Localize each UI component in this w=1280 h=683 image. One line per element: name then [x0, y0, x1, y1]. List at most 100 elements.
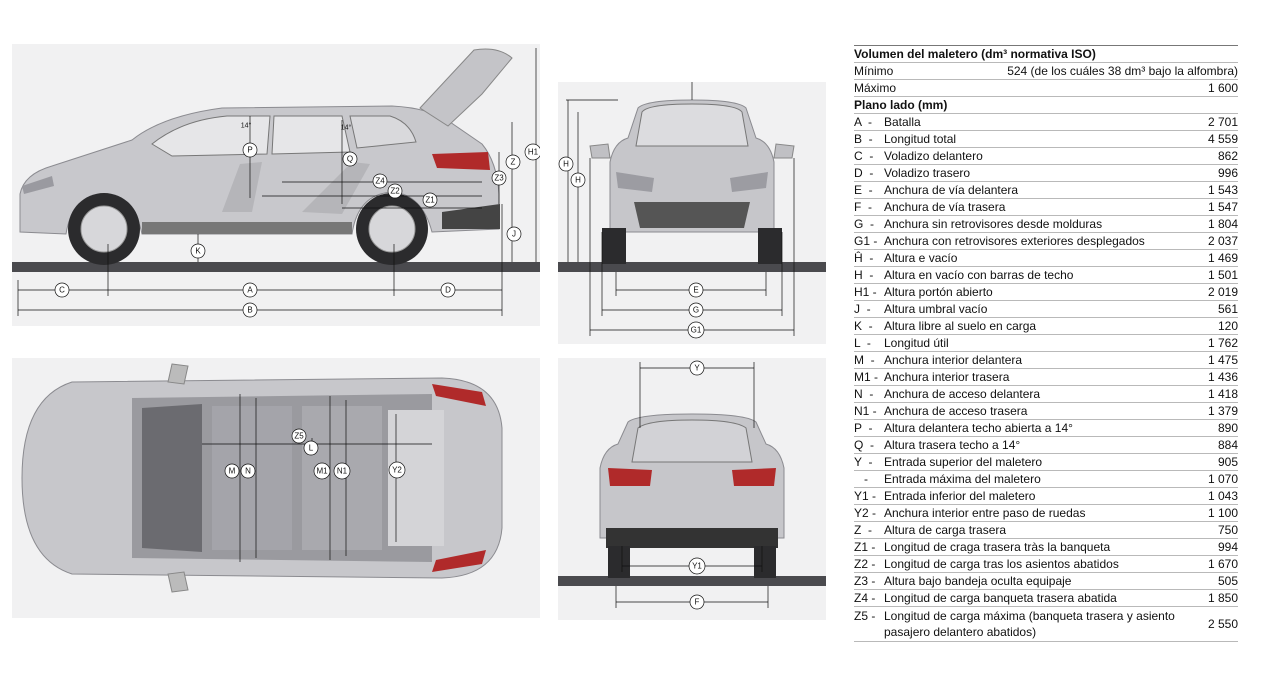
label-p: P — [247, 146, 252, 155]
rear-bumper-lower — [606, 528, 778, 548]
rear-right-tyre — [754, 546, 776, 578]
front-window — [151, 115, 271, 157]
label-a: A — [247, 286, 253, 295]
spec-code: P - — [854, 421, 873, 435]
label-h-b: H — [575, 176, 581, 185]
spec-code: K - — [854, 319, 873, 333]
label-z2: Z2 — [390, 187, 400, 196]
angle-front-roof: 14° — [241, 122, 252, 130]
label-m1: M1 — [316, 467, 328, 476]
label-k: K — [195, 247, 201, 256]
spec-value: 1 547 — [1207, 200, 1238, 214]
spec-label: Longitud de carga máxima (banqueta trase… — [884, 609, 1175, 639]
spec-code: Z4 - — [854, 591, 876, 605]
spec-value: 1 670 — [1207, 557, 1238, 571]
spec-value: 561 — [1217, 302, 1238, 316]
label-h-a: H — [563, 160, 569, 169]
spec-value: 1 804 — [1207, 217, 1238, 231]
spec-value: 1 469 — [1207, 251, 1238, 265]
spec-label: Entrada máxima del maletero — [884, 472, 1041, 486]
spec-code: G1 - — [854, 234, 878, 248]
spec-code: C - — [854, 149, 874, 163]
spec-value: 4 559 — [1207, 132, 1238, 146]
spec-code: Y1 - — [854, 489, 877, 503]
label-marker-f — [689, 594, 705, 610]
spec-value: 2 701 — [1207, 115, 1238, 129]
label-g: G — [693, 306, 699, 315]
spec-code: G - — [854, 217, 874, 231]
spec-value: 1 475 — [1207, 353, 1238, 367]
rear-seat — [302, 162, 370, 214]
rear-left-tyre — [608, 546, 630, 578]
left-headlight — [616, 172, 654, 192]
rear-view-panel: Y Y1 F — [558, 358, 826, 620]
rear-right-taillight — [732, 468, 776, 486]
spec-row: N1 - Anchura de acceso trasera 1 379 — [854, 403, 1238, 420]
top-left-mirror — [167, 363, 189, 385]
spec-label: Altura delantera techo abierta a 14° — [884, 421, 1073, 435]
spec-row: H1 - Altura portón abierto 2 019 — [854, 284, 1238, 301]
spec-value: 1 043 — [1207, 489, 1238, 503]
label-y2: Y2 — [392, 466, 402, 475]
label-d: D — [445, 286, 451, 295]
spec-code: N1 - — [854, 404, 877, 418]
label-z: Z — [511, 158, 516, 167]
label-marker-g1 — [687, 321, 705, 339]
spec-label: Entrada superior del maletero — [884, 455, 1043, 469]
spec-value: 2 550 — [1207, 617, 1238, 631]
spec-label: Altura bajo bandeja oculta equipaje — [884, 574, 1072, 588]
label-marker-b — [242, 302, 258, 318]
spec-code: Y2 - — [854, 506, 877, 520]
rear-left-taillight — [608, 468, 652, 486]
spec-label: Altura portón abierto — [884, 285, 993, 299]
front-view-panel: H H E G G1 — [558, 82, 826, 344]
spec-code: M1 - — [854, 370, 878, 384]
front-right-tyre — [758, 228, 782, 264]
label-marker-h-a — [558, 156, 574, 172]
spec-value: 1 543 — [1207, 183, 1238, 197]
label-marker-j — [506, 226, 522, 242]
label-e: E — [693, 286, 698, 295]
spec-label: Anchura interior trasera — [884, 370, 1010, 384]
spec-code: H1 - — [854, 285, 877, 299]
rear-quarter-window — [349, 115, 417, 149]
spec-label: Altura libre al suelo en carga — [884, 319, 1037, 333]
label-marker-d — [440, 282, 456, 298]
label-q: Q — [347, 155, 353, 164]
spec-value: 1 436 — [1207, 370, 1238, 384]
label-h1: H1 — [528, 148, 539, 157]
label-n1: N1 — [337, 467, 348, 476]
side-view-diagram: C A D B H1 Z Z3 J K P Q Z1 Z2 Z — [12, 48, 540, 318]
front-seat — [222, 162, 262, 212]
spec-value: 2 019 — [1207, 285, 1238, 299]
label-l: L — [309, 444, 314, 453]
top-windscreen — [142, 404, 202, 552]
spec-label: Anchura de acceso trasera — [884, 404, 1028, 418]
label-marker-g — [688, 302, 704, 318]
front-left-tyre — [602, 228, 626, 264]
label-y1: Y1 — [692, 562, 702, 571]
ground-strip — [12, 262, 540, 272]
rear-ground — [558, 576, 826, 586]
spec-code: Z1 - — [854, 540, 876, 554]
trunk-row-max: Máximo 1 600 — [854, 80, 1238, 97]
label-y: Y — [694, 364, 700, 373]
trunk-max-value: 1 600 — [1207, 81, 1238, 95]
spec-code: J - — [854, 302, 871, 316]
top-right-taillight — [432, 550, 486, 572]
spec-label: Altura de carga trasera — [884, 523, 1007, 537]
label-marker-k — [190, 243, 206, 259]
front-ground — [558, 262, 826, 272]
spec-code: M - — [854, 353, 875, 367]
spec-code: F - — [854, 200, 872, 214]
label-z4: Z4 — [375, 177, 385, 186]
spec-value: 1 379 — [1207, 404, 1238, 418]
spec-label: Anchura de vía delantera — [884, 183, 1019, 197]
spec-code: L - — [854, 336, 871, 350]
